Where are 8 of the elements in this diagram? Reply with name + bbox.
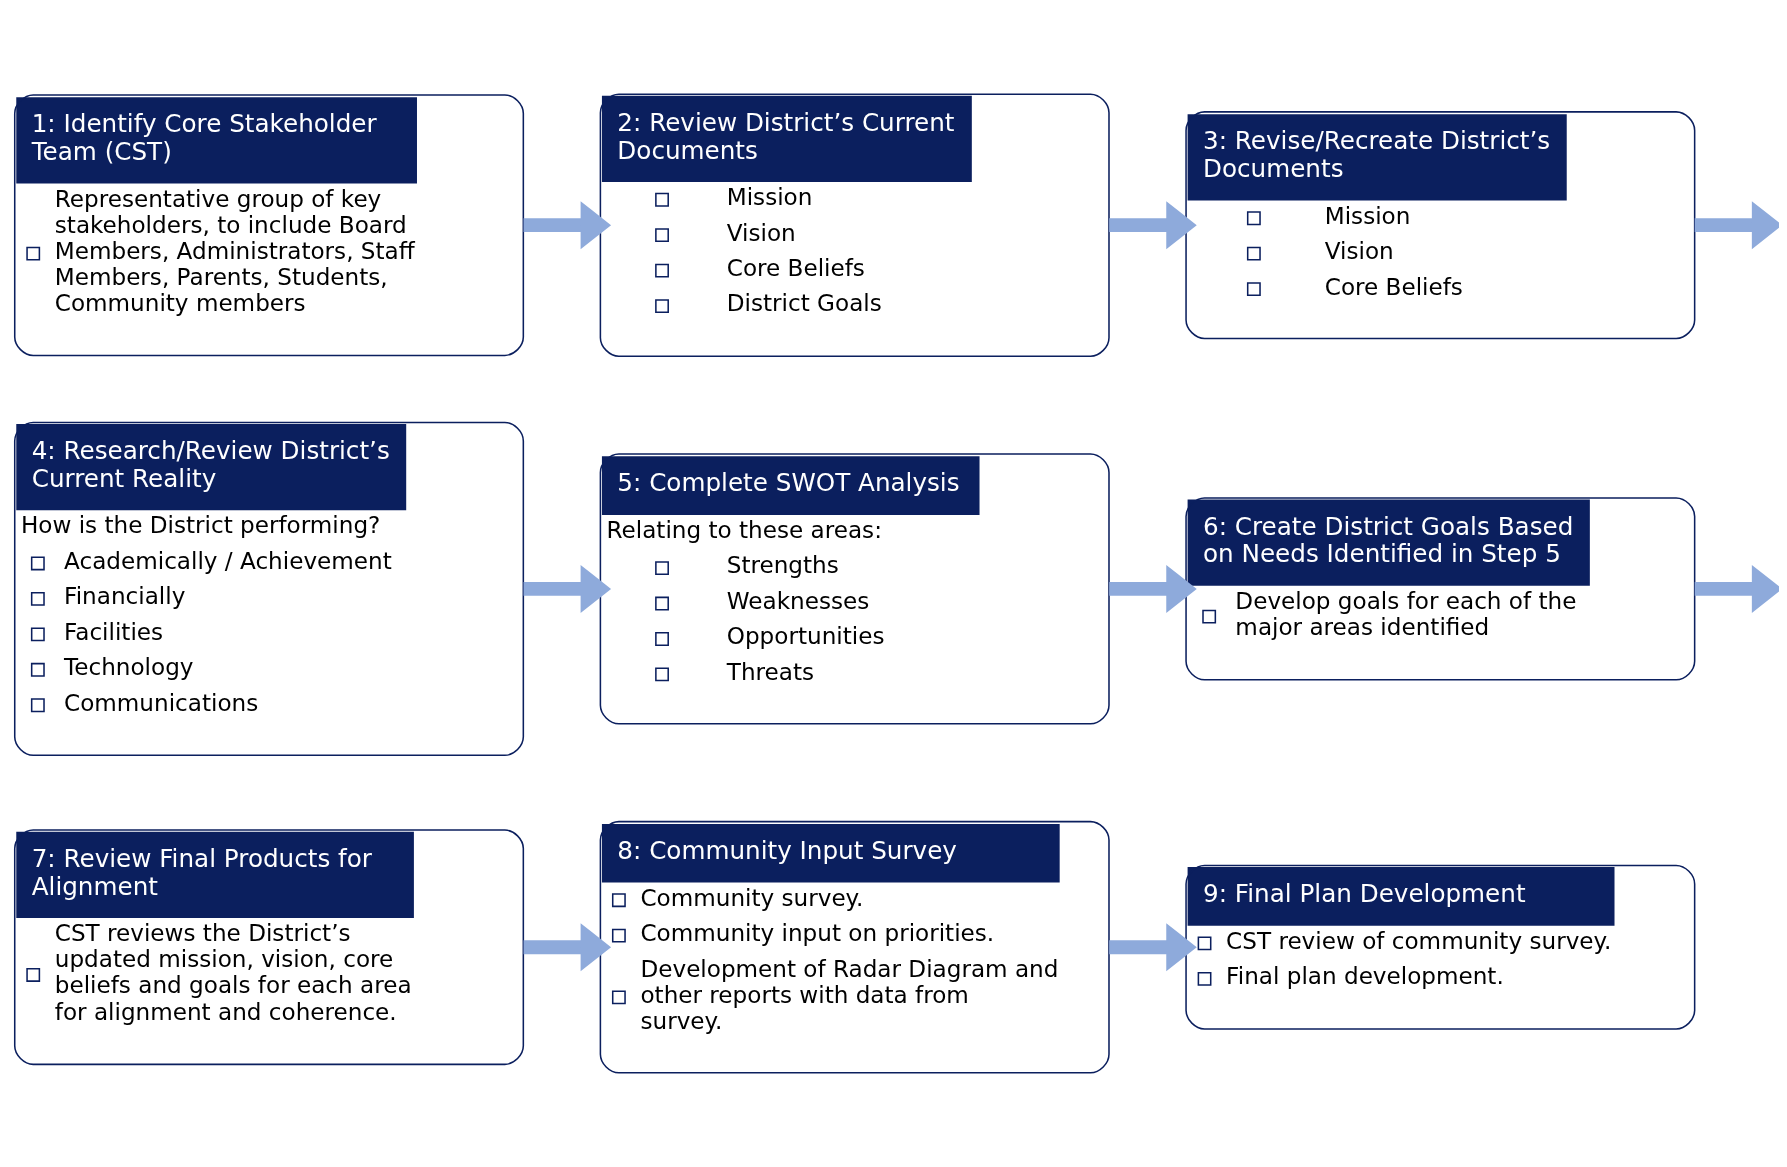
arrow	[1109, 201, 1197, 250]
arrow	[523, 564, 612, 613]
arrow	[1109, 564, 1197, 613]
arrow	[523, 923, 612, 972]
arrow	[1109, 923, 1197, 972]
arrow	[1694, 201, 1779, 250]
arrow	[523, 201, 612, 250]
arrow	[1694, 564, 1779, 613]
